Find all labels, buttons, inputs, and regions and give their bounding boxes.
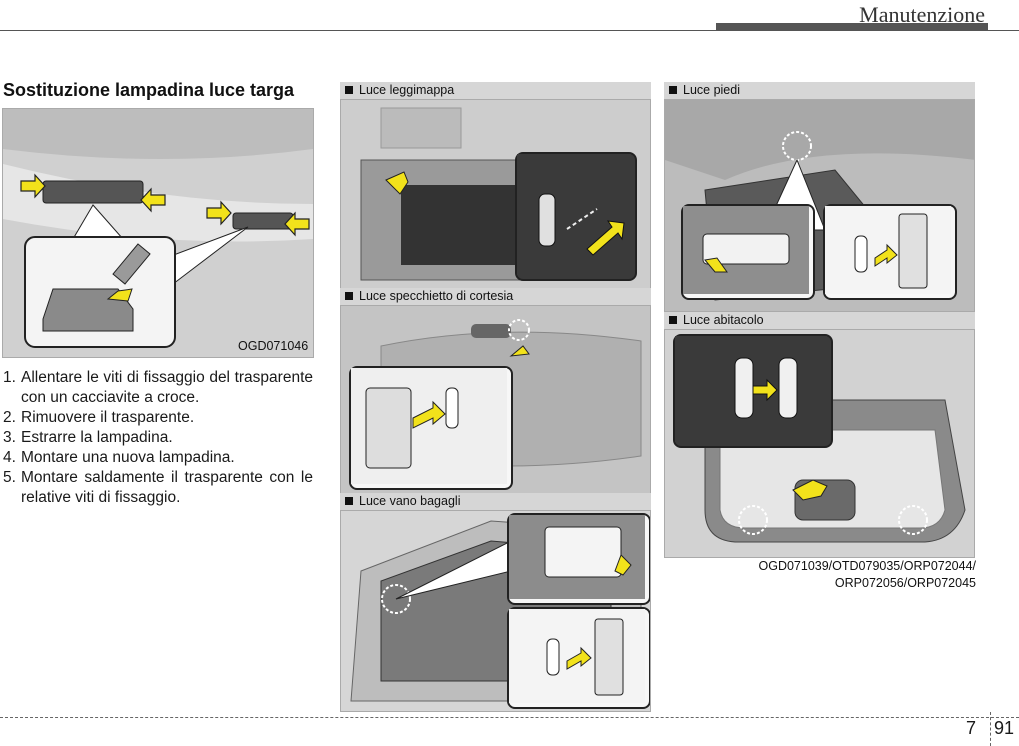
panel-cargo-lamp: Luce vano bagagli	[340, 493, 651, 712]
step-item: 4. Montare una nuova lampadina.	[3, 448, 313, 468]
vanity-lamp-inset	[349, 366, 513, 490]
figure-code-line2: ORP072056/ORP072045	[834, 576, 976, 590]
step-text: Allentare le viti di fissaggio del trasp…	[21, 369, 313, 406]
map-lamp-figure	[340, 99, 651, 290]
license-plate-lamp-figure: OGD071046	[2, 108, 314, 358]
step-text: Estrarre la lampadina.	[21, 429, 173, 446]
foot-lamp-inset-bulb	[823, 204, 957, 300]
vanity-lamp-figure	[340, 305, 651, 495]
foot-lamp-figure	[664, 99, 975, 312]
section-title: Sostituzione lampadina luce targa	[3, 80, 295, 100]
panel-label: Luce vano bagagli	[340, 493, 651, 510]
panel-label: Luce abitacolo	[664, 312, 975, 329]
header-rule	[0, 30, 1019, 31]
panel-map-lamp: Luce leggimappa	[340, 82, 651, 290]
figure-code: OGD071046	[238, 339, 309, 353]
step-number: 3.	[3, 429, 16, 446]
panel-label-text: Luce piedi	[683, 83, 740, 97]
panel-label: Luce leggimappa	[340, 82, 651, 99]
cargo-lamp-bulb-illustration	[509, 609, 645, 703]
foot-lamp-inset-lens	[681, 204, 815, 300]
chapter-number: 7	[966, 718, 977, 738]
cargo-lamp-inset-bulb	[507, 607, 650, 709]
room-lamp-bulb-illustration	[675, 336, 827, 442]
panel-vanity-lamp: Luce specchietto di cortesia	[340, 288, 651, 495]
panel-label-text: Luce abitacolo	[683, 313, 764, 327]
header-bar	[716, 23, 988, 31]
panel-label: Luce piedi	[664, 82, 975, 99]
panel-label: Luce specchietto di cortesia	[340, 288, 651, 305]
map-lamp-bulb-illustration	[517, 154, 631, 275]
step-number: 4.	[3, 449, 16, 466]
footer-divider	[990, 712, 991, 746]
map-lamp-inset	[515, 152, 637, 281]
square-bullet-icon	[669, 316, 677, 324]
step-item: 1. Allentare le viti di fissaggio del tra…	[3, 368, 313, 408]
license-plate-lamp-illustration	[3, 109, 313, 357]
footer-rule	[0, 717, 1019, 718]
foot-lamp-bulb-illustration	[825, 206, 951, 294]
cargo-lamp-figure	[340, 510, 651, 712]
step-item: 3. Estrarre la lampadina.	[3, 428, 313, 448]
figure-code-line1: OGD071039/OTD079035/ORP072044/	[758, 559, 977, 573]
square-bullet-icon	[345, 86, 353, 94]
room-lamp-figure	[664, 329, 975, 558]
step-number: 1.	[3, 369, 16, 386]
step-number: 2.	[3, 409, 16, 426]
cargo-lamp-lens-illustration	[509, 515, 645, 599]
cargo-lamp-inset-lens	[507, 513, 650, 605]
vanity-lamp-bulb-illustration	[351, 368, 507, 484]
page-number: 91	[994, 718, 1015, 738]
panel-label-text: Luce vano bagagli	[359, 494, 461, 508]
step-item: 2. Rimuovere il trasparente.	[3, 408, 313, 428]
step-number: 5.	[3, 469, 16, 486]
panel-room-lamp: Luce abitacolo	[664, 312, 975, 558]
square-bullet-icon	[669, 86, 677, 94]
running-header-title: Manutenzione	[859, 2, 985, 27]
panel-label-text: Luce specchietto di cortesia	[359, 289, 514, 303]
panel-label-text: Luce leggimappa	[359, 83, 455, 97]
room-lamp-inset	[673, 334, 833, 448]
step-text: Montare saldamente il trasparente con le…	[21, 469, 313, 506]
square-bullet-icon	[345, 497, 353, 505]
instruction-list: 1. Allentare le viti di fissaggio del tra…	[3, 368, 313, 508]
step-text: Rimuovere il trasparente.	[21, 409, 195, 426]
panel-foot-lamp: Luce piedi	[664, 82, 975, 312]
foot-lamp-lens-illustration	[683, 206, 809, 294]
step-text: Montare una nuova lampadina.	[21, 449, 235, 466]
square-bullet-icon	[345, 292, 353, 300]
step-item: 5. Montare saldamente il trasparente con …	[3, 468, 313, 508]
